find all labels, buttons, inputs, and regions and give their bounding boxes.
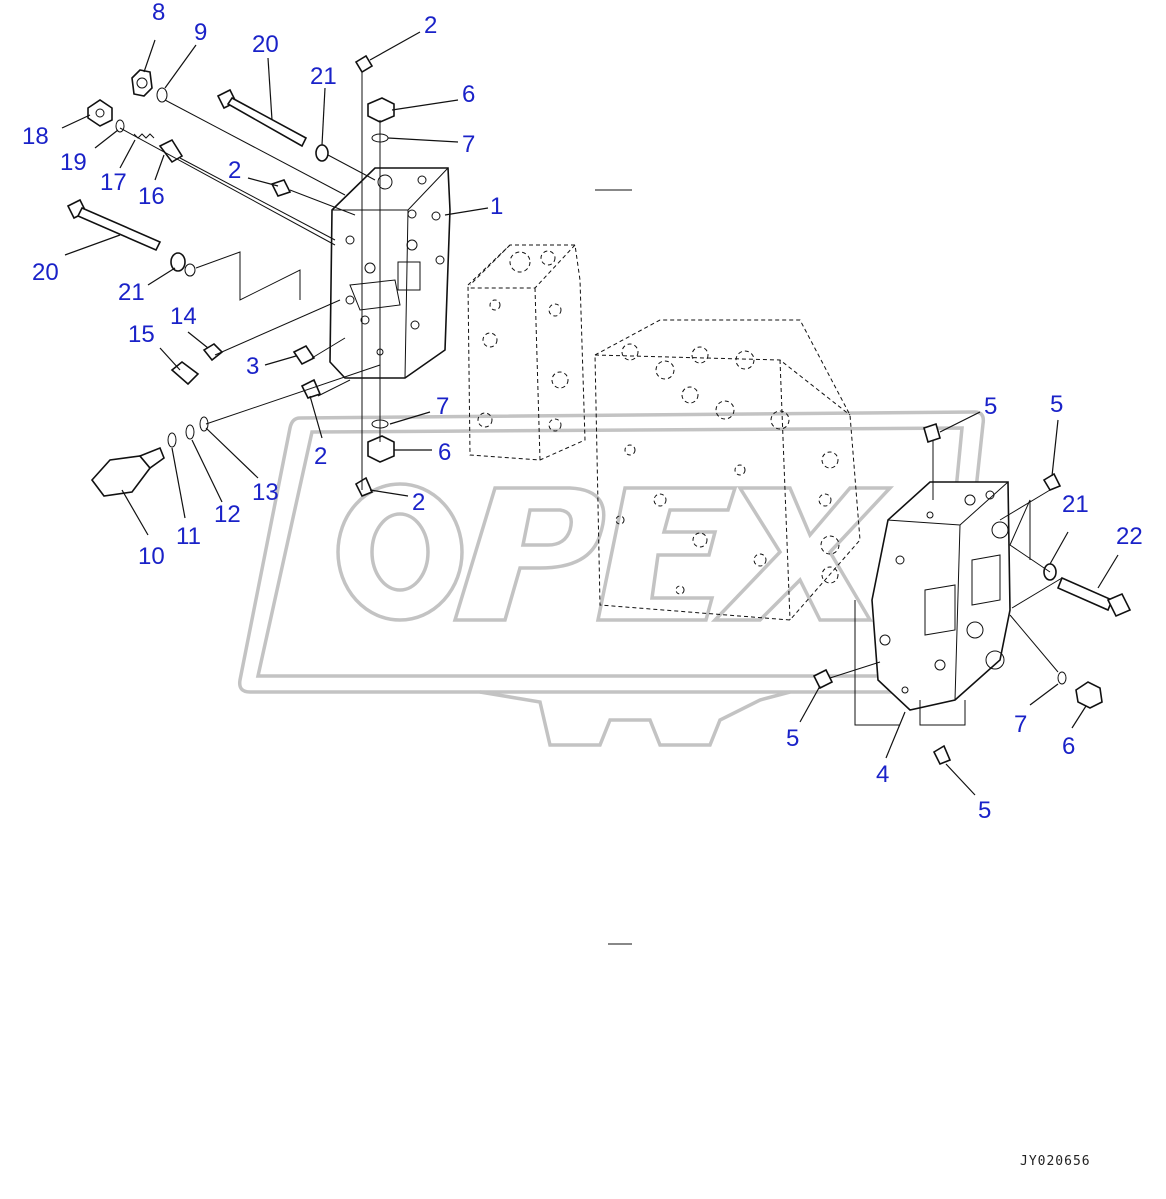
callout-21: 21 <box>1062 491 1089 518</box>
callout-15: 15 <box>128 321 155 348</box>
callout-17: 17 <box>100 169 127 196</box>
callout-21: 21 <box>310 63 337 90</box>
callout-10: 10 <box>138 543 165 570</box>
callout-11: 11 <box>176 523 201 550</box>
part-5-plug-c <box>812 668 834 690</box>
part-20-bolt-upper <box>216 88 308 148</box>
callout-21: 21 <box>118 279 145 306</box>
callout-20: 20 <box>252 31 279 58</box>
callout-2: 2 <box>424 12 437 39</box>
callout-8: 8 <box>152 0 165 26</box>
callout-6: 6 <box>1062 733 1075 760</box>
part-21-washer-lower <box>170 252 186 272</box>
callout-14: 14 <box>170 303 197 330</box>
callout-13: 13 <box>252 479 279 506</box>
callout-labels: 8 9 20 2 21 6 7 18 19 17 16 2 1 20 21 14… <box>22 0 1143 824</box>
watermark-logo <box>336 482 895 622</box>
watermark <box>237 410 986 747</box>
callout-1: 1 <box>490 193 503 220</box>
part-2-plug-b <box>270 179 292 197</box>
part-7-oring-c <box>1057 671 1067 685</box>
drawing-code: JY020656 <box>1020 1154 1091 1169</box>
callout-4: 4 <box>876 761 889 788</box>
part-5-plug-b <box>1042 472 1062 491</box>
callout-5: 5 <box>984 393 997 420</box>
part-8-nut <box>131 69 153 97</box>
callout-2: 2 <box>412 489 425 516</box>
part-11-oring <box>167 432 177 448</box>
callout-9: 9 <box>194 19 207 46</box>
valve-body-4 <box>871 481 1011 711</box>
callout-5: 5 <box>786 725 799 752</box>
part-18-plug <box>87 99 113 127</box>
callout-20: 20 <box>32 259 59 286</box>
main-valve-stack <box>467 244 861 621</box>
part-21-washer-upper <box>315 144 329 162</box>
callout-12: 12 <box>214 501 241 528</box>
callout-18: 18 <box>22 123 49 150</box>
part-22-bolt <box>1056 576 1132 618</box>
callout-22: 22 <box>1116 523 1143 550</box>
part-6-plug-b <box>367 435 395 463</box>
callout-6: 6 <box>462 81 475 108</box>
callout-7: 7 <box>462 131 475 158</box>
part-2-plug-d <box>354 476 374 498</box>
part-2-plug-a <box>354 54 374 74</box>
callout-19: 19 <box>60 149 87 176</box>
part-20-bolt-lower <box>66 198 162 252</box>
part-12-oring <box>185 424 195 440</box>
valve-body-1 <box>329 167 451 379</box>
part-2-plug-c <box>300 378 322 399</box>
part-13-backup-ring <box>199 416 209 432</box>
part-19-oring <box>115 119 125 133</box>
callout-7: 7 <box>1014 711 1027 738</box>
callout-2: 2 <box>228 157 241 184</box>
part-21-washer-lower-b <box>184 263 196 277</box>
part-10-valve-cartridge <box>90 446 165 497</box>
callout-3: 3 <box>246 353 259 380</box>
part-6-plug-c <box>1075 681 1103 709</box>
part-9-oring <box>156 87 168 103</box>
part-16-fitting <box>158 138 184 164</box>
part-6-plug-a <box>367 97 395 123</box>
part-3-plug <box>292 344 316 366</box>
part-5-plug-a <box>923 422 941 444</box>
part-5-plug-d <box>932 744 952 766</box>
callout-5: 5 <box>1050 391 1063 418</box>
callout-5: 5 <box>978 797 991 824</box>
callout-16: 16 <box>138 183 165 210</box>
callout-pointers <box>61 31 1119 796</box>
callout-2: 2 <box>314 443 327 470</box>
leader-lines <box>119 72 1063 726</box>
callout-6: 6 <box>438 439 451 466</box>
callout-7: 7 <box>436 393 449 420</box>
